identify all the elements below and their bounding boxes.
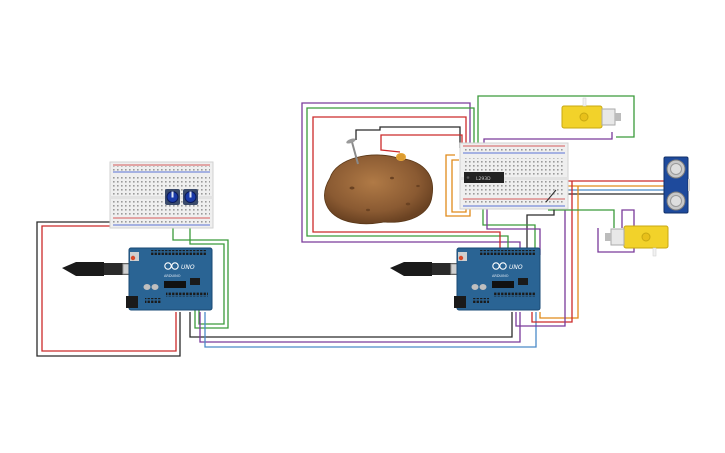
reset-button-icon[interactable]: [458, 255, 464, 261]
potato[interactable]: [324, 137, 434, 225]
nail-electrode-icon: [346, 138, 359, 165]
reset-button-icon[interactable]: [130, 255, 136, 261]
right-breadboard[interactable]: L293D: [459, 142, 569, 210]
board-model-label: UNO: [181, 264, 195, 271]
wire-green-potato[interactable]: [306, 107, 509, 255]
wire-green-left-pot-b[interactable]: [189, 205, 225, 325]
left-breadboard[interactable]: [109, 161, 214, 229]
wire-red-sensor-down[interactable]: [531, 181, 573, 323]
board-model-label: UNO: [509, 264, 523, 271]
dc-motor-top[interactable]: [561, 97, 621, 129]
wire-purple-potato-outer[interactable]: [301, 102, 521, 255]
wire-red-copper[interactable]: [380, 134, 463, 153]
potentiometer-2[interactable]: [183, 189, 198, 205]
usb-cable-right[interactable]: [390, 262, 462, 276]
wire-purple-driver-down[interactable]: [486, 200, 541, 255]
wire-green-driver-down[interactable]: [482, 200, 536, 255]
wire-green-left-pot-a[interactable]: [172, 205, 229, 329]
wire-purple-board-link[interactable]: [199, 312, 521, 343]
wire-green-motor-bottom[interactable]: [548, 209, 615, 228]
board-brand-label: ARDUINO: [492, 274, 509, 278]
wire-black-left-ground[interactable]: [36, 221, 181, 357]
wire-purple-right-loop[interactable]: [515, 205, 566, 327]
wire-blue-board-link[interactable]: [204, 312, 537, 348]
infinity-logo-icon: [164, 262, 179, 270]
copper-electrode-icon: [396, 153, 406, 161]
wire-orange-sensor-down[interactable]: [539, 186, 579, 319]
wire-red-potato[interactable]: [312, 116, 501, 255]
wire-red-left-power[interactable]: [41, 225, 177, 352]
motor-driver-ic[interactable]: L293D: [464, 172, 504, 183]
svg-text:L293D: L293D: [476, 176, 491, 182]
dc-motor-bottom[interactable]: [605, 225, 669, 257]
ultrasonic-sensor[interactable]: [663, 156, 690, 214]
wire-green-motor-top[interactable]: [477, 95, 635, 148]
potentiometer-1[interactable]: [165, 189, 180, 205]
arduino-right[interactable]: UNO ARDUINO: [390, 247, 541, 311]
wire-black-nail[interactable]: [355, 126, 461, 148]
wire-black-board-link[interactable]: [189, 312, 513, 338]
board-brand-label: ARDUINO: [164, 274, 181, 278]
wire-orange-driver-left[interactable]: [445, 154, 471, 217]
arduino-left[interactable]: UNO ARDUINO: [62, 247, 213, 311]
infinity-logo-icon: [492, 262, 507, 270]
usb-cable-left[interactable]: [62, 262, 134, 276]
